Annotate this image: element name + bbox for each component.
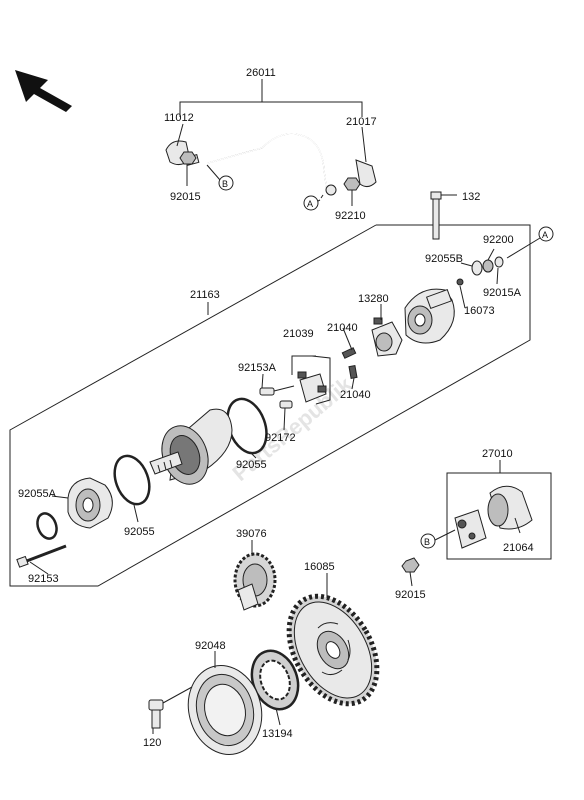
label-92172: 92172 (265, 432, 296, 444)
callout-a-right: A (506, 226, 554, 259)
label-132: 132 (462, 191, 480, 203)
starter-cable-assembly (165, 79, 377, 199)
one-way-clutch (250, 649, 300, 711)
label-92210: 92210 (335, 210, 366, 222)
oring-92055-lower (113, 454, 151, 506)
brush-holder (371, 317, 403, 357)
nut-92200 (482, 259, 494, 273)
label-16073: 16073 (464, 305, 495, 317)
screw-92172 (279, 400, 293, 409)
brush-springs (341, 347, 358, 380)
label-92015a: 92015A (483, 287, 522, 299)
label-11012: 11012 (164, 112, 194, 124)
label-120: 120 (143, 737, 161, 749)
leader-lines (29, 123, 521, 734)
label-21163: 21163 (190, 289, 220, 301)
callout-b-top: B (206, 164, 234, 191)
oring-92055a (36, 512, 58, 540)
starter-relay-cover (487, 485, 533, 530)
starter-clutch-housing (187, 665, 263, 755)
starter-relay-body (454, 509, 487, 549)
callout-b-bottom-letter: B (424, 537, 430, 547)
label-92055-middle: 92055 (236, 459, 267, 471)
starter-relay-outline (446, 472, 552, 560)
label-92015-bottom: 92015 (395, 589, 426, 601)
label-39076: 39076 (236, 528, 267, 540)
label-21040-a: 21040 (327, 322, 358, 334)
label-21040-b: 21040 (340, 389, 371, 401)
bolt-120 (148, 686, 193, 729)
label-21039: 21039 (283, 328, 314, 340)
label-92153a: 92153A (238, 362, 277, 374)
label-92200: 92200 (483, 234, 514, 246)
front-direction-arrow-icon (15, 70, 72, 112)
rear-end-cover (404, 288, 455, 344)
label-16085: 16085 (304, 561, 335, 573)
label-92055-lower: 92055 (124, 526, 155, 538)
label-92055b: 92055B (425, 253, 463, 265)
washer-92055b (471, 260, 483, 276)
label-92015-top: 92015 (170, 191, 201, 203)
label-26011: 26011 (246, 67, 276, 79)
brushes-bracket (291, 355, 331, 405)
label-27010: 27010 (482, 448, 513, 460)
callout-b-bottom: B (420, 529, 456, 549)
front-end-cover (67, 477, 113, 529)
callout-a-right-letter: A (542, 230, 548, 240)
nut-92015-bottom (401, 557, 420, 573)
oring-16073-small (456, 278, 464, 286)
through-bolt-92153 (16, 544, 67, 568)
nut-92015a (494, 256, 504, 268)
part-labels: 26011 11012 21017 92015 92210 132 92200 … (18, 67, 534, 749)
label-21064: 21064 (503, 542, 534, 554)
callout-a-top: A (303, 195, 321, 211)
callout-b-letter: B (222, 179, 228, 189)
screw-92153a (259, 385, 295, 396)
starter-idle-gear (233, 552, 277, 611)
label-21017: 21017 (346, 116, 377, 128)
motor-yoke (149, 408, 233, 485)
starter-clutch-gear (286, 593, 380, 707)
label-13280: 13280 (358, 293, 389, 305)
label-92055a: 92055A (18, 488, 57, 500)
label-92153: 92153 (28, 573, 59, 585)
label-13194: 13194 (262, 728, 293, 740)
bolt-132 (430, 191, 457, 240)
starter-motor-outline (9, 224, 531, 587)
callout-a-letter: A (307, 199, 313, 209)
label-92048: 92048 (195, 640, 226, 652)
